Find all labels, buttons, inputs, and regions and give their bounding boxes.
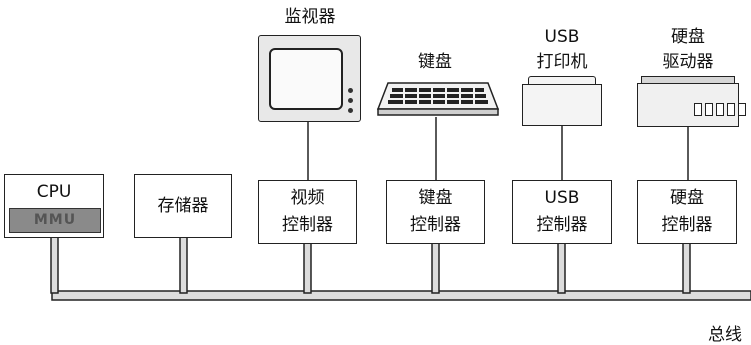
monitor-screen <box>269 48 343 110</box>
bus-tap-disk <box>682 241 691 294</box>
memory-box: 存储器 <box>134 174 232 238</box>
usb-printer-line-1: USB <box>544 27 580 47</box>
printer-paper-tray <box>528 76 596 86</box>
keyboard-controller-box: 键盘 控制器 <box>386 180 485 244</box>
keyboard-controller-line-1: 键盘 <box>418 188 453 208</box>
bus-label: 总线 <box>708 325 742 345</box>
hard-disk-drive-line-2: 驱动器 <box>662 52 714 72</box>
cpu-box: CPU MMU <box>4 174 104 238</box>
usb-controller-box: USB 控制器 <box>512 180 612 244</box>
bus-tap-cpu <box>50 235 59 294</box>
hard-disk-drive-label: 硬盘 驱动器 <box>642 25 734 75</box>
device-cables <box>307 117 689 180</box>
monitor-knob <box>348 98 353 103</box>
system-bus <box>51 290 751 301</box>
video-controller-line-2: 控制器 <box>282 215 333 235</box>
monitor-knob <box>348 108 353 113</box>
usb-printer-line-2: 打印机 <box>536 52 588 72</box>
usb-printer-label: USB 打印机 <box>516 25 608 75</box>
video-controller-line-1: 视频 <box>290 188 325 208</box>
monitor-knob <box>348 88 353 93</box>
disk-controller-line-1: 硬盘 <box>670 188 704 208</box>
bus-tap-memory <box>179 235 188 294</box>
bus-tap-video <box>303 241 312 294</box>
disk-controller-box: 硬盘 控制器 <box>637 180 737 244</box>
keyboard-device-label: 键盘 <box>418 52 452 72</box>
bus-tap-keyboard <box>431 241 440 294</box>
bus-taps <box>50 235 691 294</box>
hard-disk-top <box>641 76 735 85</box>
monitor-icon <box>258 35 361 122</box>
usb-controller-line-1: USB <box>544 188 580 208</box>
mmu-label: MMU <box>9 208 101 233</box>
cpu-label: CPU <box>36 182 72 202</box>
disk-controller-line-2: 控制器 <box>661 215 713 235</box>
hard-disk-drive-line-1: 硬盘 <box>671 27 705 47</box>
keyboard-controller-line-2: 控制器 <box>410 215 461 235</box>
usb-controller-line-2: 控制器 <box>536 215 588 235</box>
printer-icon <box>522 84 602 126</box>
video-controller-box: 视频 控制器 <box>258 180 357 244</box>
memory-label: 存储器 <box>157 195 209 216</box>
keyboard-icon <box>376 82 500 116</box>
monitor-label: 监视器 <box>284 7 336 27</box>
bus-tap-usb <box>557 241 566 294</box>
hard-disk-indicator-slots <box>694 103 746 116</box>
